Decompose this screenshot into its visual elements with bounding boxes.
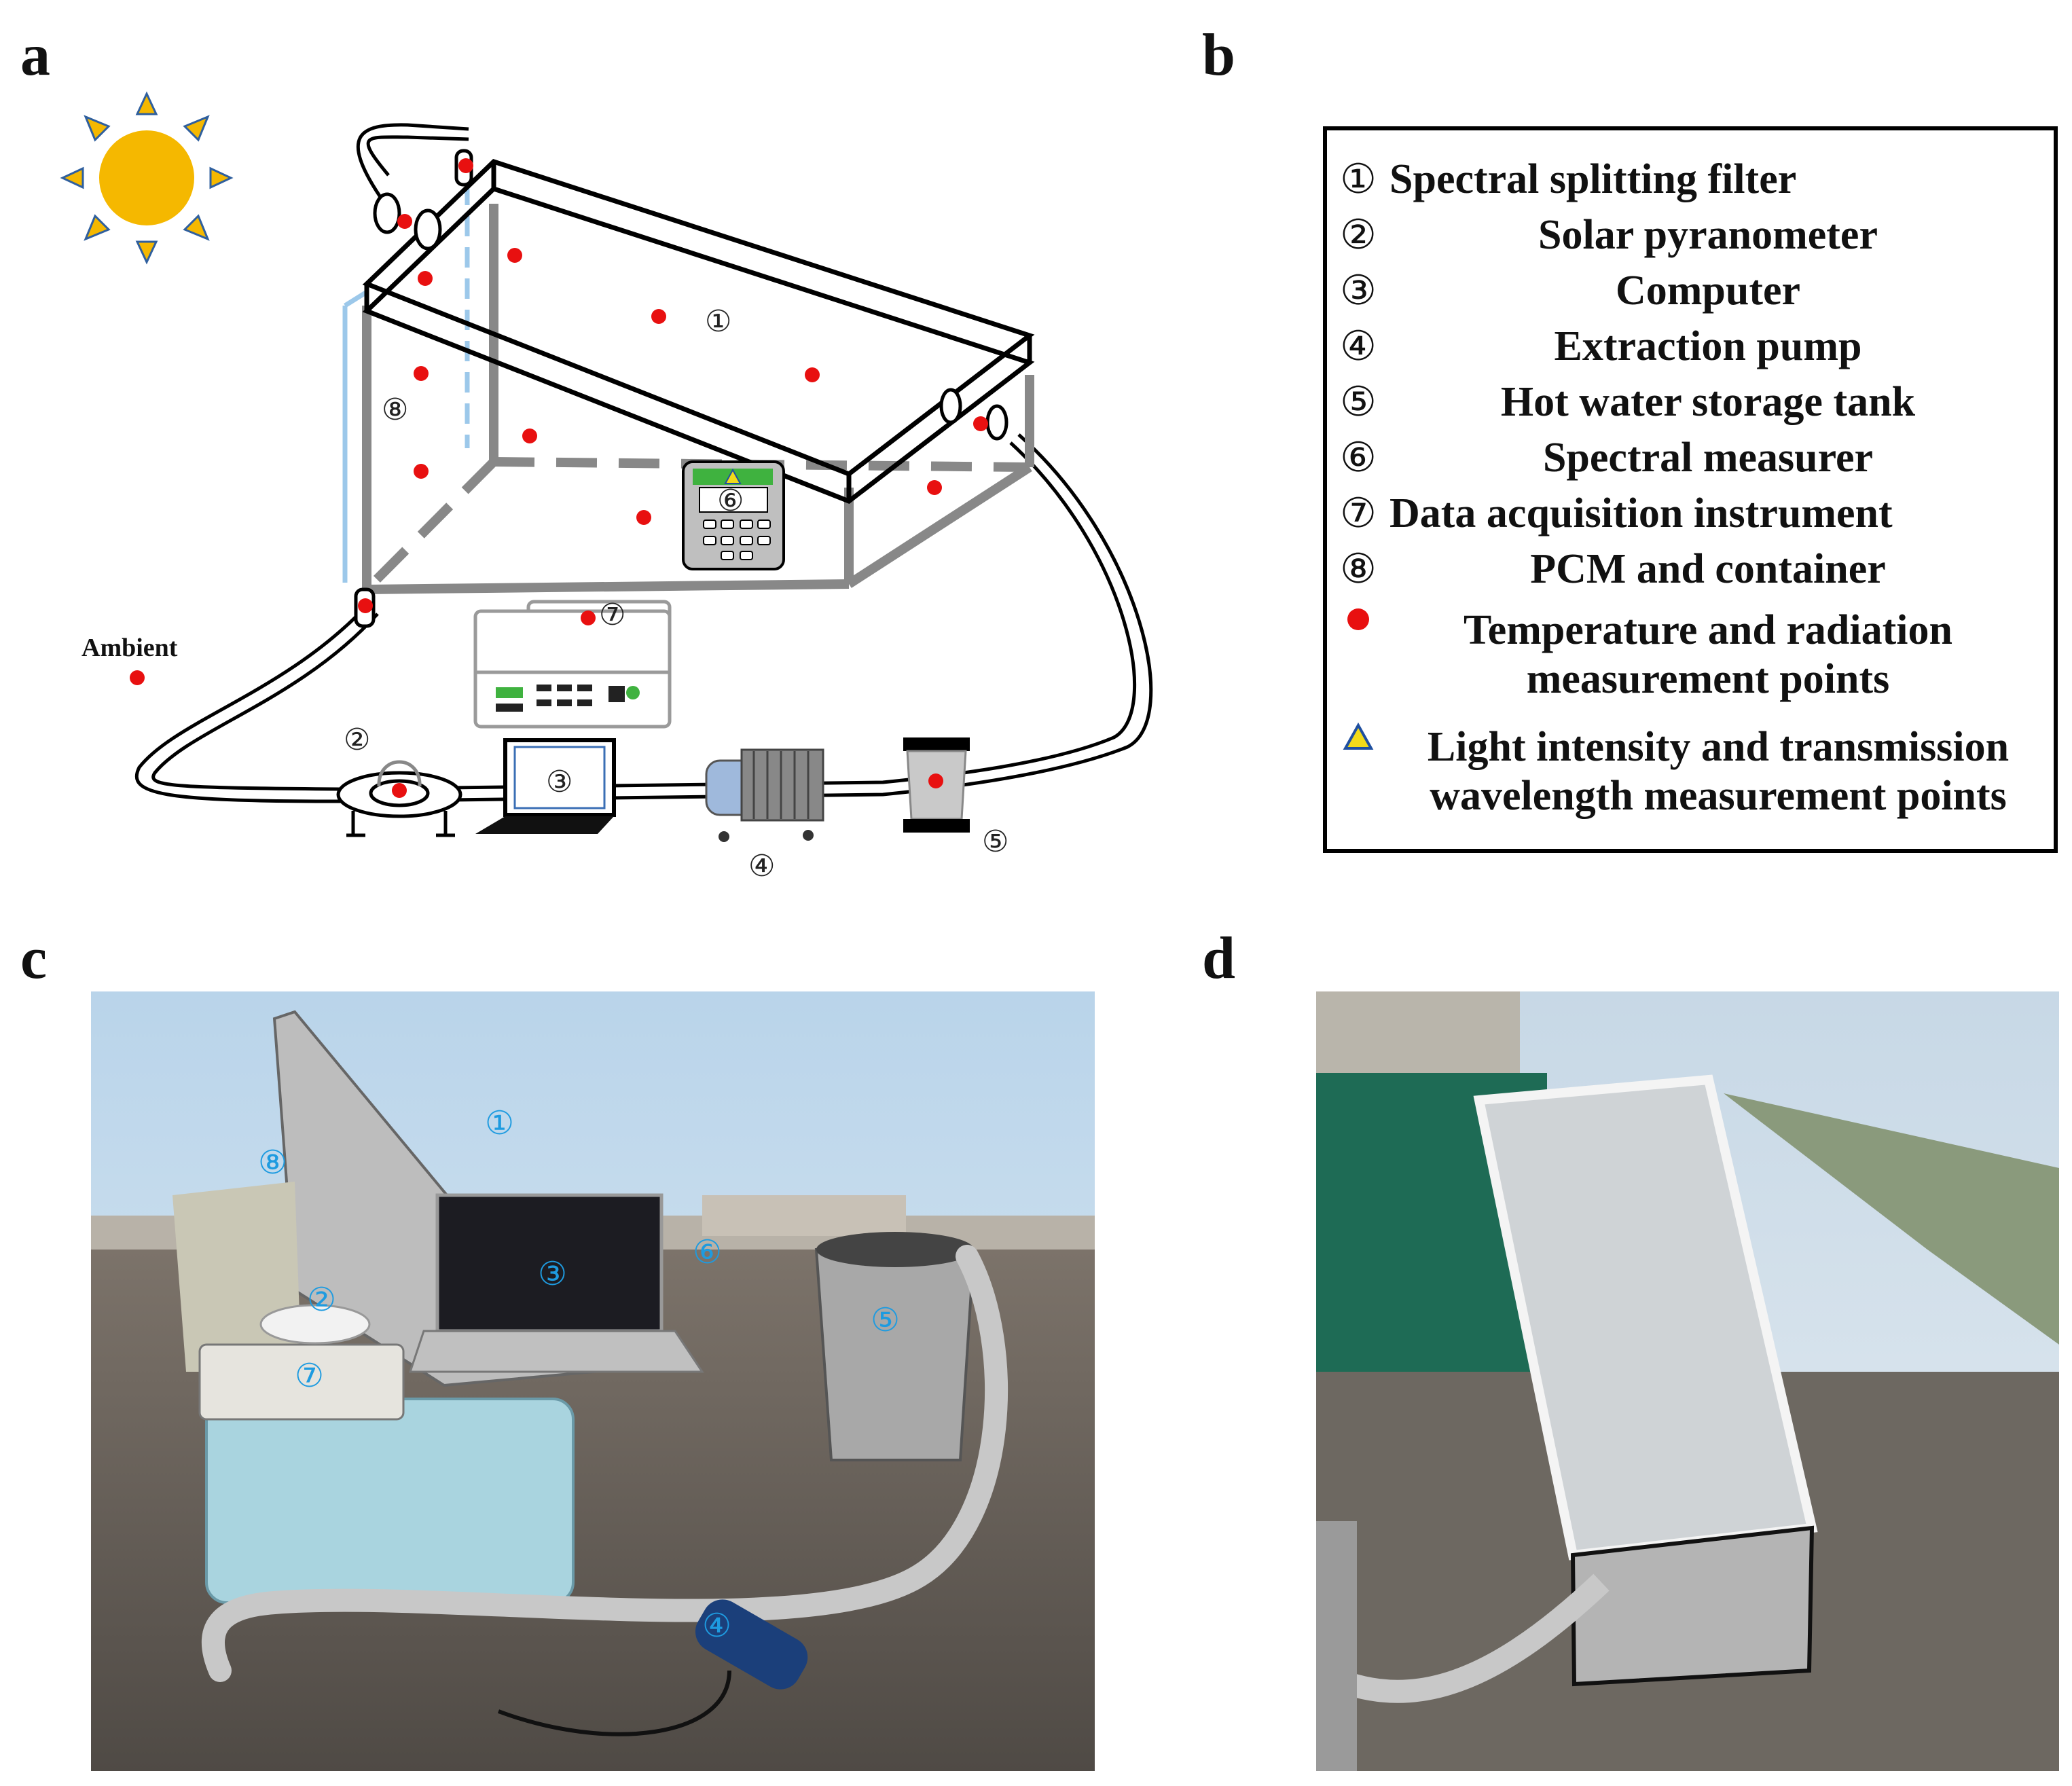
legend-item: ② Solar pyranometer [1327,211,2054,259]
legend-marker: ① [1340,156,1377,203]
legend-item: ⑥ Spectral measurer [1327,433,2054,482]
solar-pyranometer-icon [336,760,462,837]
photo-filter-closeup [1316,991,2059,1771]
panel-label-a: a [20,22,50,88]
label-filter: ① [705,304,731,339]
legend-item: ③ Computer [1327,266,2054,315]
photo-rooftop-setup: ① ② ③ ④ ⑤ ⑥ ⑦ ⑧ [91,991,1095,1771]
hot-water-tank-icon [903,737,970,833]
temperature-points [130,158,988,798]
legend-marker: ③ [1340,267,1377,314]
label-pump: ④ [748,849,775,883]
legend-marker: ⑤ [1340,378,1377,426]
legend-text: Computer [1615,268,1801,314]
red-dot-icon [1327,606,1389,633]
hose-loop [134,123,1153,803]
legend-text: Temperature and radiation [1464,607,1952,653]
label-data-acquisition: ⑦ [599,598,625,632]
label-spectral-measurer: ⑥ [717,484,744,518]
photo-label-tank: ⑤ [871,1301,900,1339]
panel-label-c: c [20,926,48,991]
legend-marker: ④ [1340,323,1377,370]
triangle-icon [1327,723,1389,752]
legend-text: measurement points [1526,656,1890,702]
filter-box [362,159,1035,504]
legend-text: Spectral measurer [1542,435,1874,481]
panel-label-b: b [1202,22,1235,88]
legend-text: Light intensity and transmission [1427,724,2010,770]
legend-item: ⑦ Data acquisition instrument [1327,489,2054,538]
label-pyranometer: ② [344,723,370,757]
legend-text: Hot water storage tank [1500,379,1916,425]
legend-item: ⑧ PCM and container [1327,545,2054,594]
pcm-edge [342,185,470,583]
legend-marker: ⑧ [1340,545,1377,593]
label-pcm: ⑧ [382,393,408,427]
legend-marker: ② [1340,211,1377,259]
legend-marker: ⑥ [1340,434,1377,481]
legend-item-light-points: Light intensity and transmission wavelen… [1327,723,2054,820]
legend-text: wavelength measurement points [1430,773,2007,819]
legend-text: Data acquisition instrument [1389,490,1893,536]
legend-text: PCM and container [1530,546,1886,592]
legend-text: Extraction pump [1554,323,1862,369]
legend-text: Spectral splitting filter [1389,156,1797,202]
legend-item: ⑤ Hot water storage tank [1327,378,2054,426]
photo-label-spectral-measurer: ⑥ [693,1233,722,1271]
panel-label-d: d [1202,926,1235,991]
photo-label-pump: ④ [702,1607,731,1645]
photo-label-pyranometer: ② [307,1281,336,1319]
legend-marker: ⑦ [1340,490,1377,537]
photo-label-pcm: ⑧ [258,1144,287,1182]
label-computer: ③ [546,765,572,799]
legend-item: ① Spectral splitting filter [1327,155,2054,204]
legend-text: Solar pyranometer [1538,212,1878,258]
sun-icon [60,91,234,265]
photo-label-filter: ① [485,1104,514,1142]
extraction-pump-icon [705,748,824,842]
photo-label-computer: ③ [538,1255,567,1293]
legend-item-temperature-points: Temperature and radiation measurement po… [1327,606,2054,704]
legend: ① Spectral splitting filter ② Solar pyra… [1323,126,2058,853]
ambient-label: Ambient [81,634,178,662]
system-schematic: ① ② ③ ④ ⑤ ⑥ ⑦ ⑧ Ambient [60,91,1153,883]
computer-icon [475,738,616,834]
photo-label-data-acquisition: ⑦ [295,1357,324,1395]
legend-item: ④ Extraction pump [1327,322,2054,371]
spectral-measurer-icon [682,460,785,570]
label-tank: ⑤ [982,824,1008,859]
